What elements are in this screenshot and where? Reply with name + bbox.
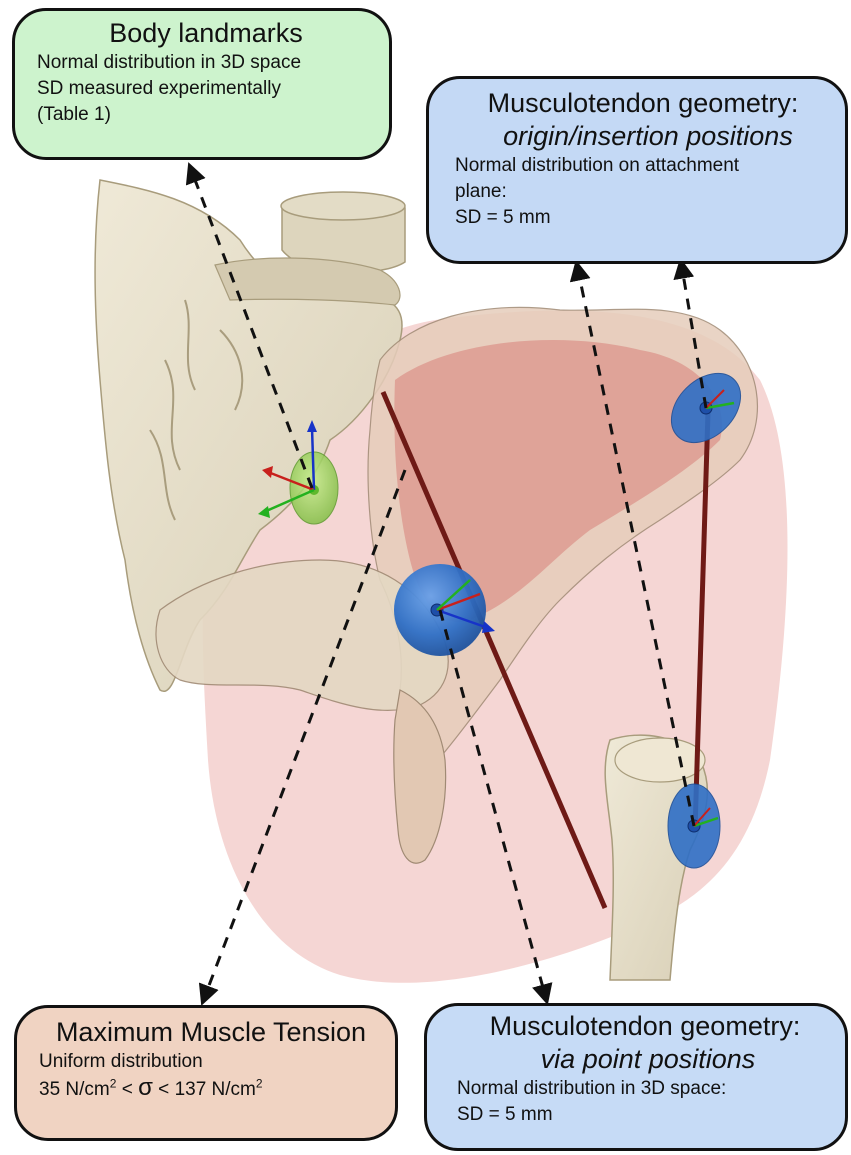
femoral-head — [615, 738, 705, 782]
origin-insertion-line-1: Normal distribution on attachment — [455, 153, 831, 179]
via-point-line-1: Normal distribution in 3D space: — [457, 1076, 833, 1102]
origin-insertion-title: Musculotendon geometry: — [455, 87, 831, 120]
body-landmarks-line-3: (Table 1) — [37, 102, 375, 128]
body-landmarks-callout: Body landmarks Normal distribution in 3D… — [12, 8, 392, 160]
body-landmarks-title: Body landmarks — [37, 17, 375, 50]
body-landmarks-line-2: SD measured experimentally — [37, 76, 375, 102]
origin-insertion-line-3: SD = 5 mm — [455, 205, 831, 231]
origin-insertion-callout: Musculotendon geometry: origin/insertion… — [426, 76, 848, 264]
vertebra-top-face — [281, 192, 405, 220]
via-point-title: Musculotendon geometry: — [457, 1010, 833, 1043]
body-landmarks-line-1: Normal distribution in 3D space — [37, 50, 375, 76]
range-high: 137 N/cm — [175, 1079, 256, 1100]
range-low: 35 N/cm — [39, 1079, 110, 1100]
via-point-callout: Musculotendon geometry: via point positi… — [424, 1003, 848, 1151]
max-tension-line-1: Uniform distribution — [39, 1049, 383, 1075]
origin-insertion-line-2: plane: — [455, 179, 831, 205]
via-point-line-2: SD = 5 mm — [457, 1102, 833, 1128]
origin-insertion-subtitle: origin/insertion positions — [455, 120, 831, 153]
max-tension-title: Maximum Muscle Tension — [39, 1016, 383, 1049]
max-tension-range: 35 N/cm2 < σ < 137 N/cm2 — [39, 1075, 383, 1103]
via-point-subtitle: via point positions — [457, 1043, 833, 1076]
range-lt-1: < — [116, 1079, 138, 1100]
sigma-symbol: σ — [138, 1074, 153, 1101]
range-lt-2: < — [153, 1079, 175, 1100]
range-high-exponent: 2 — [256, 1077, 263, 1091]
max-tension-callout: Maximum Muscle Tension Uniform distribut… — [14, 1005, 398, 1141]
